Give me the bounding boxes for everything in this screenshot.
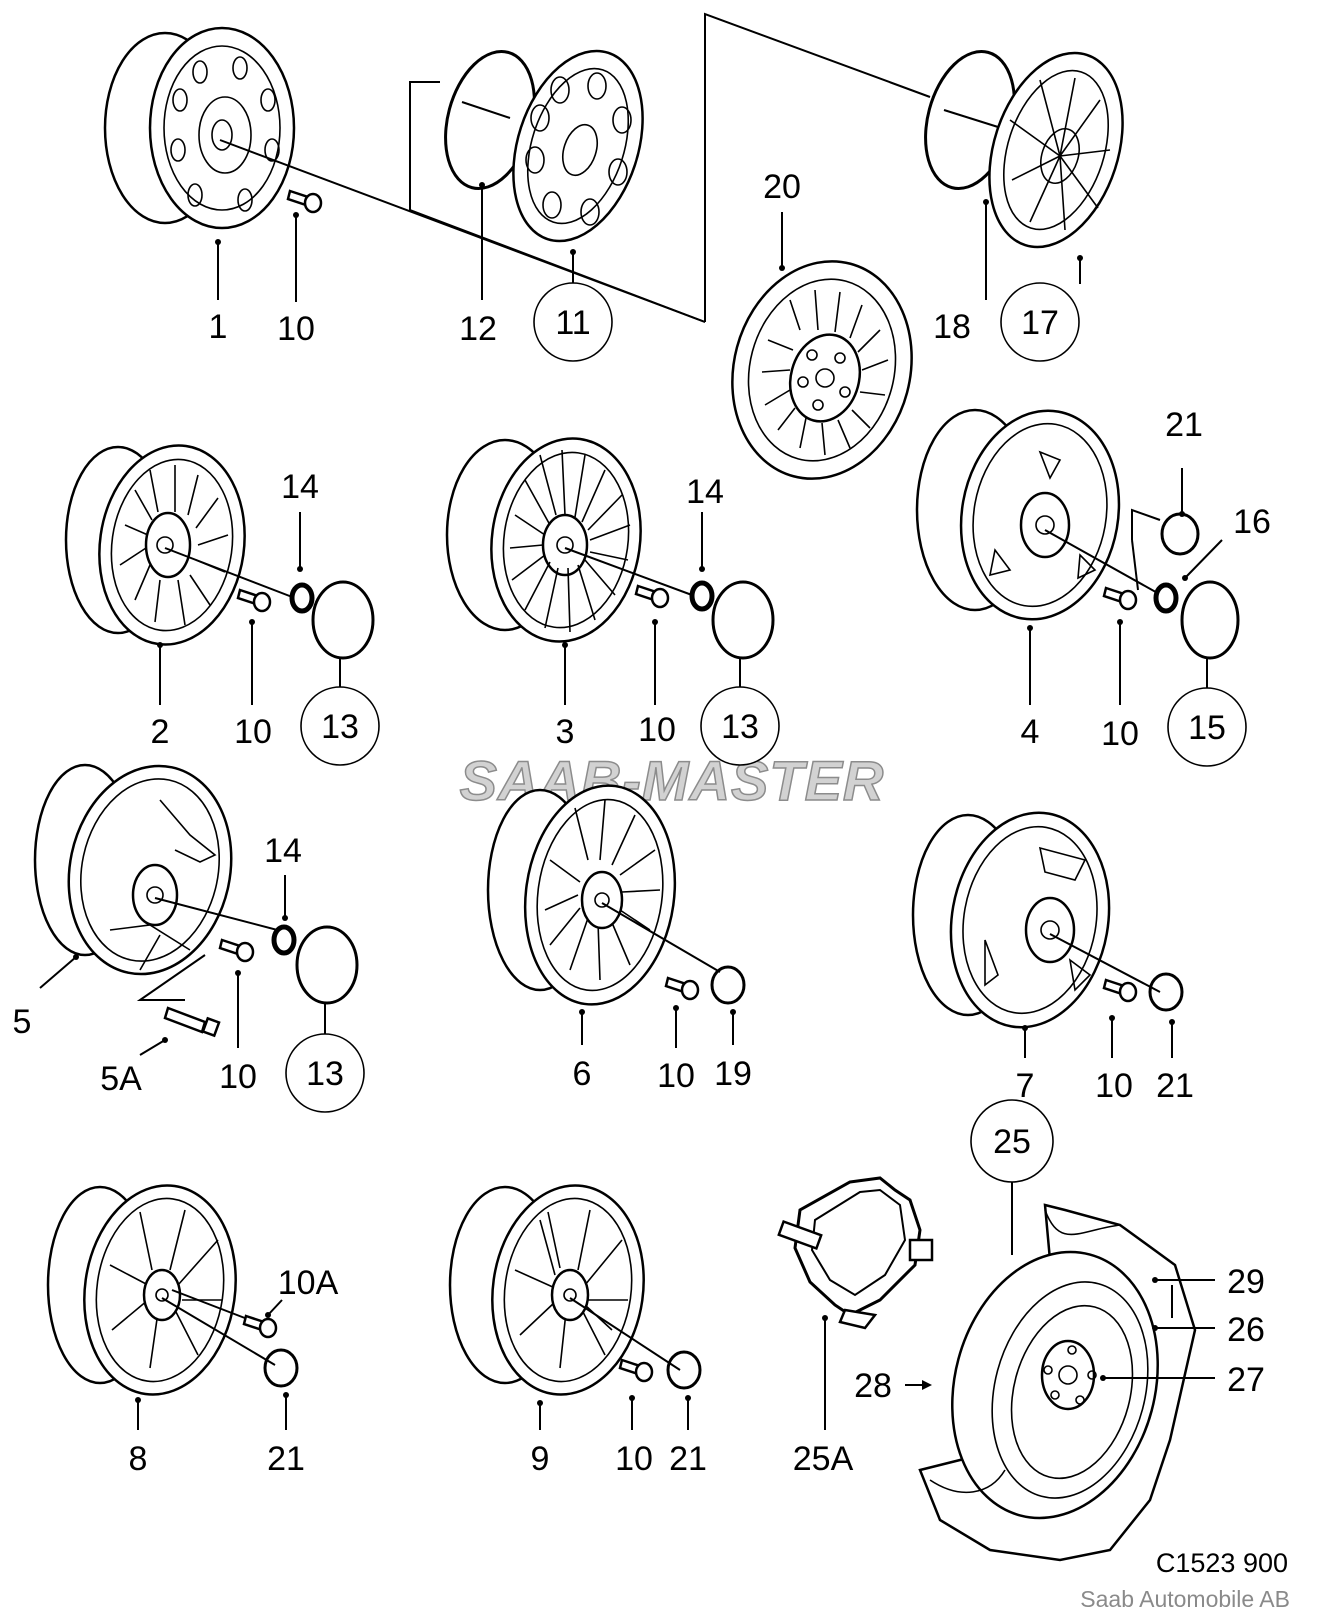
callout-10: 10 — [219, 1058, 257, 1096]
callout-27: 27 — [1227, 1361, 1265, 1399]
centre-cap — [711, 580, 775, 660]
callout-15: 15 — [1188, 709, 1226, 747]
callout-17: 17 — [1021, 304, 1059, 342]
bracket-line — [409, 81, 706, 323]
steel-wheel-1 — [103, 26, 296, 230]
emblem-21 — [263, 1348, 299, 1388]
wheel-bolt — [218, 938, 255, 963]
alloy-wheel-2 — [64, 444, 246, 646]
callout-21: 21 — [1156, 1067, 1194, 1105]
alloy-wheel-3 — [445, 437, 642, 643]
callout-14: 14 — [281, 468, 319, 506]
callout-6: 6 — [573, 1055, 592, 1093]
spare-wheel-strap-25A — [777, 1176, 934, 1330]
alloy-wheel-5 — [33, 763, 233, 976]
callout-20: 20 — [763, 168, 801, 206]
callout-21: 21 — [669, 1440, 707, 1478]
centre-cap — [1180, 580, 1240, 660]
callout-11: 11 — [555, 304, 590, 342]
callout-8: 8 — [129, 1440, 148, 1478]
centre-ring — [1153, 582, 1179, 614]
emblem-21 — [1148, 972, 1184, 1012]
callout-21: 21 — [1165, 406, 1203, 444]
callout-25A: 25A — [793, 1440, 854, 1478]
wheel-bolt — [1102, 978, 1138, 1003]
callout-21: 21 — [267, 1440, 305, 1478]
callout-10: 10 — [234, 713, 272, 751]
alloy-wheel-9 — [448, 1184, 645, 1396]
callout-29: 29 — [1227, 1263, 1265, 1301]
callout-12: 12 — [459, 310, 497, 348]
callout-10: 10 — [1095, 1067, 1133, 1105]
callout-10: 10 — [657, 1057, 695, 1095]
callout-16: 16 — [1233, 503, 1271, 541]
callout-2: 2 — [151, 713, 170, 751]
callout-14: 14 — [264, 832, 302, 870]
centre-ring — [689, 580, 715, 612]
wheel-bolt — [634, 584, 670, 609]
wheel-bolt — [618, 1358, 654, 1383]
callout-10A: 10A — [278, 1264, 339, 1302]
centre-cap — [295, 925, 359, 1005]
alloy-wheel-20 — [731, 260, 913, 480]
callout-labels: 1 10 12 11 20 18 17 2 10 14 13 3 10 14 1… — [13, 168, 1271, 1478]
alloy-wheel-6 — [486, 784, 677, 1006]
callout-18: 18 — [933, 308, 971, 346]
callout-25: 25 — [993, 1123, 1031, 1161]
callout-10: 10 — [615, 1440, 653, 1478]
emblem-21 — [666, 1350, 702, 1390]
callout-10: 10 — [1101, 715, 1139, 753]
callout-13: 13 — [721, 708, 759, 746]
callout-3: 3 — [556, 713, 575, 751]
callout-4: 4 — [1021, 713, 1040, 751]
emblem-21 — [1160, 512, 1200, 556]
callout-10: 10 — [277, 310, 315, 348]
callout-14: 14 — [686, 473, 724, 511]
tire-valve-5A — [163, 1006, 221, 1038]
alloy-wheel-8 — [46, 1184, 237, 1396]
callout-26: 26 — [1227, 1311, 1265, 1349]
callout-10: 10 — [638, 711, 676, 749]
callout-13: 13 — [321, 708, 359, 746]
publisher-credit: Saab Automobile AB — [1080, 1586, 1290, 1612]
wheel-bolt — [664, 976, 700, 1001]
callout-5A: 5A — [100, 1060, 142, 1098]
callout-9: 9 — [531, 1440, 550, 1478]
centre-cap — [311, 580, 375, 660]
wheel-bolt — [242, 1314, 278, 1339]
emblem-19 — [710, 965, 746, 1005]
callout-13: 13 — [306, 1055, 344, 1093]
hubcap-17 — [988, 51, 1124, 249]
wheel-bolt — [1102, 586, 1138, 611]
callout-19: 19 — [714, 1055, 752, 1093]
hubcap-11 — [512, 49, 644, 243]
centre-ring — [271, 924, 297, 956]
wheel-bolt — [286, 189, 323, 214]
drawing-number: C1523 900 — [1156, 1548, 1288, 1578]
alloy-wheel-7 — [911, 811, 1111, 1029]
callout-1: 1 — [209, 308, 228, 346]
alloy-wheel-4 — [915, 408, 1121, 621]
bracket-line — [704, 12, 931, 322]
callout-28: 28 — [854, 1367, 892, 1405]
wheel-bolt — [236, 588, 272, 613]
centre-ring — [289, 582, 315, 614]
callout-7: 7 — [1016, 1067, 1035, 1105]
callout-5: 5 — [13, 1003, 32, 1041]
spare-wheel-assembly-25 — [918, 1203, 1197, 1562]
